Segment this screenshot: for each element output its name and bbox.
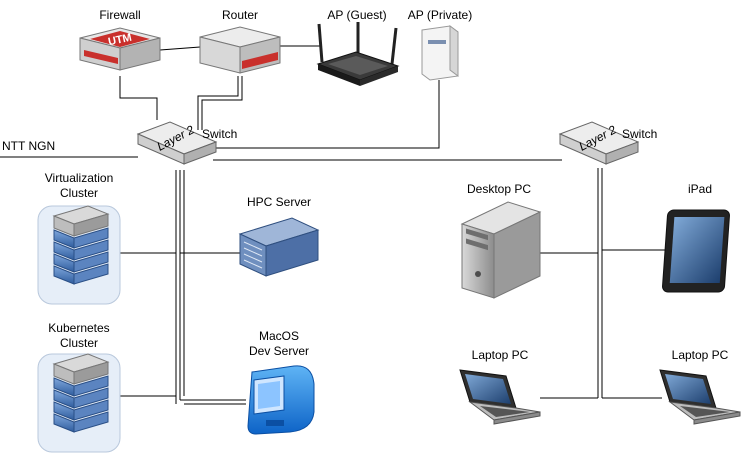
- router-label: Router: [221, 8, 259, 22]
- hpc-server-icon: [238, 217, 320, 277]
- macos-workstation-icon: [247, 365, 315, 435]
- kubernetes-cluster-icon: [37, 353, 121, 453]
- laptop-left-icon: [459, 369, 541, 425]
- ipad-label: iPad: [687, 182, 713, 196]
- switch-left-icon: Layer 2: [136, 121, 218, 165]
- kubernetes-cluster-label-2: Cluster: [59, 336, 99, 350]
- virtualization-cluster-icon: [37, 205, 121, 305]
- laptop-pc-left-label: Laptop PC: [471, 348, 529, 362]
- utm-text: UTM: [107, 32, 133, 49]
- ap-guest-label: AP (Guest): [327, 8, 387, 22]
- virtualization-cluster-label-1: Virtualization: [44, 171, 114, 185]
- link-ap-private-switch: [213, 80, 440, 149]
- hpc-server-label: HPC Server: [246, 195, 312, 209]
- connection-lines: [0, 45, 665, 405]
- wireless-access-point-icon: [316, 22, 400, 86]
- ntt-ngn-label: NTT NGN: [2, 139, 56, 153]
- desktop-tower-icon: [460, 201, 542, 299]
- firewall-utm-icon: UTM: [79, 27, 161, 71]
- wall-access-point-icon: [421, 25, 459, 81]
- switch-right-icon: Layer 2: [558, 121, 640, 165]
- tablet-icon: [662, 209, 730, 293]
- laptop-right-icon: [659, 369, 741, 425]
- firewall-label: Firewall: [99, 8, 141, 22]
- switch-left-label: Switch: [202, 127, 238, 141]
- ap-private-label: AP (Private): [407, 8, 473, 22]
- router-icon: [199, 26, 281, 74]
- kubernetes-cluster-label-1: Kubernetes: [48, 321, 110, 335]
- link-router-switch-a: [197, 76, 239, 130]
- macos-dev-server-label-1: MacOS: [258, 329, 300, 343]
- link-router-switch-b: [201, 76, 243, 130]
- macos-dev-server-label-2: Dev Server: [248, 344, 310, 358]
- switch-right-label: Switch: [622, 127, 658, 141]
- desktop-pc-label: Desktop PC: [466, 182, 532, 196]
- link-firewall-router: [159, 46, 201, 51]
- link-firewall-switch: [119, 76, 158, 120]
- virtualization-cluster-label-2: Cluster: [59, 186, 99, 200]
- laptop-pc-right-label: Laptop PC: [671, 348, 729, 362]
